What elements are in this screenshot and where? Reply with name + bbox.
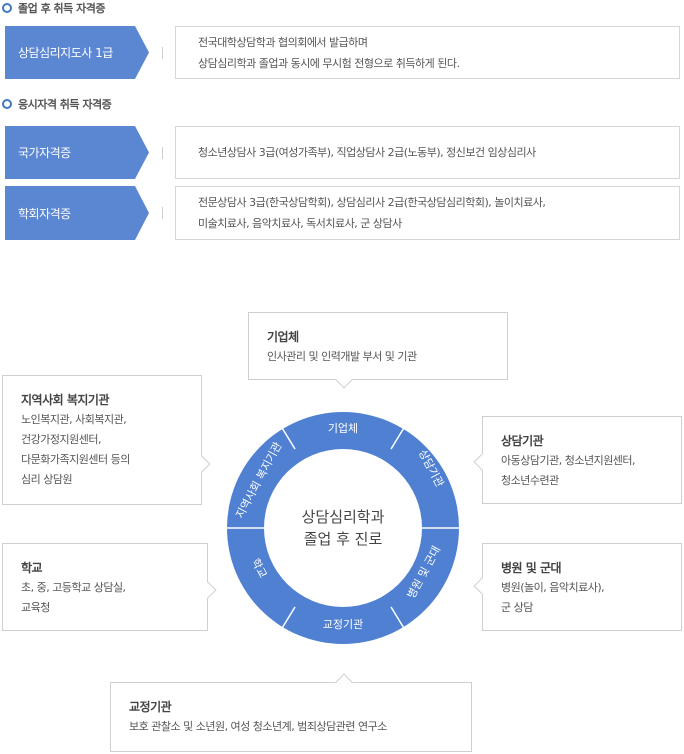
qualification-row-academic: 학회자격증 전문상담사 3급(한국상담학회), 상담심리사 2급(한국상담심리학…: [5, 186, 680, 240]
career-box-line: 병원(놀이, 음악치료사),: [501, 581, 605, 594]
career-box-counseling: 상담기관 아동상담기관, 청소년지원센터, 청소년수련관: [482, 416, 682, 504]
ring-label-correction: 교정기관: [323, 618, 363, 631]
career-box-title: 기업체: [267, 330, 299, 344]
career-box-correction: 교정기관 보호 관찰소 및 소년원, 여성 청소년계, 범죄상담관련 연구소: [110, 682, 472, 752]
description-line: 상담심리학과 졸업과 동시에 무시험 전형으로 취득하게 된다.: [198, 56, 460, 70]
career-box-line: 다문화가족지원센터 등의: [21, 453, 130, 466]
career-box-line: 건강가정지원센터,: [21, 433, 101, 446]
qualification-description: 청소년상담사 3급(여성가족부), 직업상담사 2급(노동부), 정신보건 임상…: [175, 126, 680, 179]
career-box-line: 보호 관찰소 및 소년원, 여성 청소년계, 범죄상담관련 연구소: [129, 720, 387, 733]
career-box-line: 청소년수련관: [501, 474, 559, 487]
section-heading-exam: 응시자격 취득 자격증: [2, 96, 112, 112]
ring-divider: [275, 417, 296, 450]
career-box-welfare: 지역사회 복지기관 노인복지관, 사회복지관, 건강가정지원센터, 다문화가족지…: [2, 375, 202, 505]
center-title-line1: 상담심리학과: [302, 508, 385, 526]
qualification-tag: 상담심리지도사 1급: [5, 26, 149, 79]
career-box-line: 초, 중, 고등학교 상담실,: [21, 581, 126, 594]
center-title-line2: 졸업 후 진로: [304, 530, 383, 548]
ring-inner: [264, 449, 422, 607]
career-box-title: 상담기관: [501, 434, 544, 448]
description-line: 청소년상담사 3급(여성가족부), 직업상담사 2급(노동부), 정신보건 임상…: [198, 146, 536, 159]
description-line: 전문상담사 3급(한국상담학회), 상담심리사 2급(한국상담심리학회), 놀이…: [198, 196, 546, 209]
qualification-description: 전문상담사 3급(한국상담학회), 상담심리사 2급(한국상담심리학회), 놀이…: [175, 186, 680, 240]
description-line: 미술치료사, 음악치료사, 독서치료사, 군 상담사: [198, 217, 402, 230]
bullet-circle-icon: [2, 99, 12, 109]
career-box-school: 학교 초, 중, 고등학교 상담실, 교육청: [2, 543, 208, 631]
ring-dividers: [227, 417, 459, 639]
career-box-title: 교정기관: [129, 700, 172, 714]
career-box-hospital: 병원 및 군대 병원(놀이, 음악치료사), 군 상담: [482, 543, 682, 631]
career-box-company: 기업체 인사관리 및 인력개발 부서 및 기관: [248, 312, 508, 380]
ring-divider: [390, 417, 411, 450]
ring-label-company: 기업체: [328, 422, 358, 435]
ring-divider: [275, 606, 296, 639]
description-line: 전국대학상담학과 협의회에서 발급하며: [198, 35, 368, 49]
career-box-line: 노인복지관, 사회복지관,: [21, 413, 127, 426]
bracket-connector: [162, 146, 171, 159]
career-box-title: 학교: [21, 561, 43, 575]
career-box-line: 교육청: [21, 601, 50, 614]
section-heading-graduation-text: 졸업 후 취득 자격증: [18, 2, 105, 15]
bracket-connector: [162, 207, 171, 219]
ring-divider: [390, 606, 411, 639]
career-box-line: 심리 상담원: [21, 473, 73, 486]
career-box-line: 군 상담: [501, 601, 533, 614]
qualification-description: 전국대학상담학과 협의회에서 발급하며 상담심리학과 졸업과 동시에 무시험 전…: [175, 26, 680, 79]
career-box-title: 병원 및 군대: [501, 561, 562, 575]
qualification-row-national: 국가자격증 청소년상담사 3급(여성가족부), 직업상담사 2급(노동부), 정…: [5, 126, 680, 179]
section-heading-exam-text: 응시자격 취득 자격증: [18, 98, 112, 111]
qualification-row-counselor: 상담심리지도사 1급 전국대학상담학과 협의회에서 발급하며 상담심리학과 졸업…: [5, 26, 680, 79]
career-box-line: 아동상담기관, 청소년지원센터,: [501, 454, 636, 467]
qualification-tag: 학회자격증: [5, 186, 149, 240]
section-heading-graduation: 졸업 후 취득 자격증: [2, 0, 105, 16]
career-box-title: 지역사회 복지기관: [21, 393, 110, 407]
qualification-tag: 국가자격증: [5, 126, 149, 179]
bracket-connector: [162, 46, 171, 59]
bullet-circle-icon: [2, 3, 12, 13]
career-box-line: 인사관리 및 인력개발 부서 및 기관: [267, 350, 417, 363]
